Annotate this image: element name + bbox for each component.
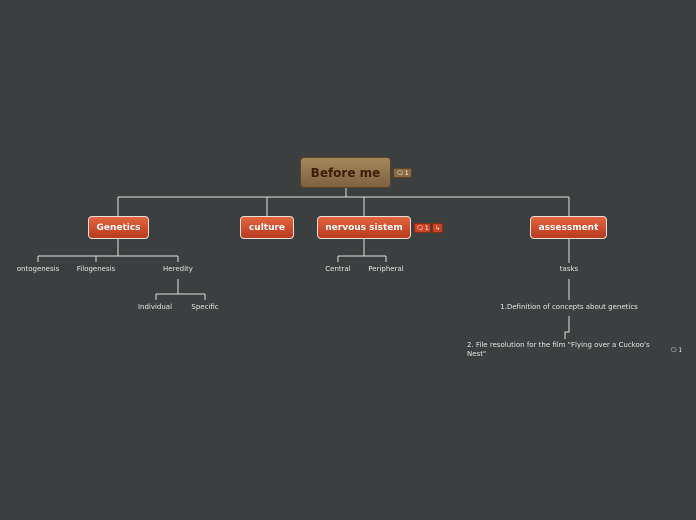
topic-assessment-label: assessment <box>538 222 599 233</box>
subtopic-definition-of-concepts[interactable]: 1.Definition of concepts about genetics <box>500 303 638 311</box>
topic-culture-label: culture <box>248 222 286 233</box>
nervous-comment-count: 1 <box>424 224 429 232</box>
subtopic-peripheral[interactable]: Peripheral <box>368 265 404 273</box>
subtopic-heredity[interactable]: Heredity <box>163 265 193 273</box>
topic-genetics[interactable]: Genetics <box>88 216 149 239</box>
topic-assessment[interactable]: assessment <box>530 216 607 239</box>
subtopic-filogenesis[interactable]: Filogenesis <box>76 265 116 273</box>
subtopic-file-resolution[interactable]: 2. File resolution for the film "Flying … <box>467 341 650 358</box>
nervous-link-badge[interactable]: ↳ <box>432 223 443 233</box>
subtopic-specific[interactable]: Specific <box>191 303 219 311</box>
link-icon: ↳ <box>434 224 441 232</box>
topic-genetics-label: Genetics <box>96 222 141 233</box>
resolution-comment-count: 1 <box>678 346 683 354</box>
root-comment-badge[interactable]: 🗨 1 <box>393 168 412 178</box>
topic-nervous-sistem[interactable]: nervous sistem <box>317 216 411 239</box>
subtopic-tasks[interactable]: tasks <box>559 265 579 273</box>
resolution-comment-badge[interactable]: 🗨 1 <box>668 345 684 355</box>
comment-icon: 🗨 <box>669 346 678 354</box>
nervous-comment-badge[interactable]: 🗨 1 <box>414 223 431 233</box>
subtopic-individual[interactable]: Individual <box>137 303 173 311</box>
root-topic-label: Before me <box>310 165 381 180</box>
subtopic-ontogenesis[interactable]: ontogenesis <box>16 265 60 273</box>
root-topic-before-me[interactable]: Before me <box>300 157 391 188</box>
comment-icon: 🗨 <box>396 169 404 177</box>
comment-icon: 🗨 <box>416 224 424 232</box>
topic-nervous-sistem-label: nervous sistem <box>325 222 403 233</box>
subtopic-central[interactable]: Central <box>325 265 351 273</box>
root-comment-count: 1 <box>404 169 409 177</box>
topic-culture[interactable]: culture <box>240 216 294 239</box>
